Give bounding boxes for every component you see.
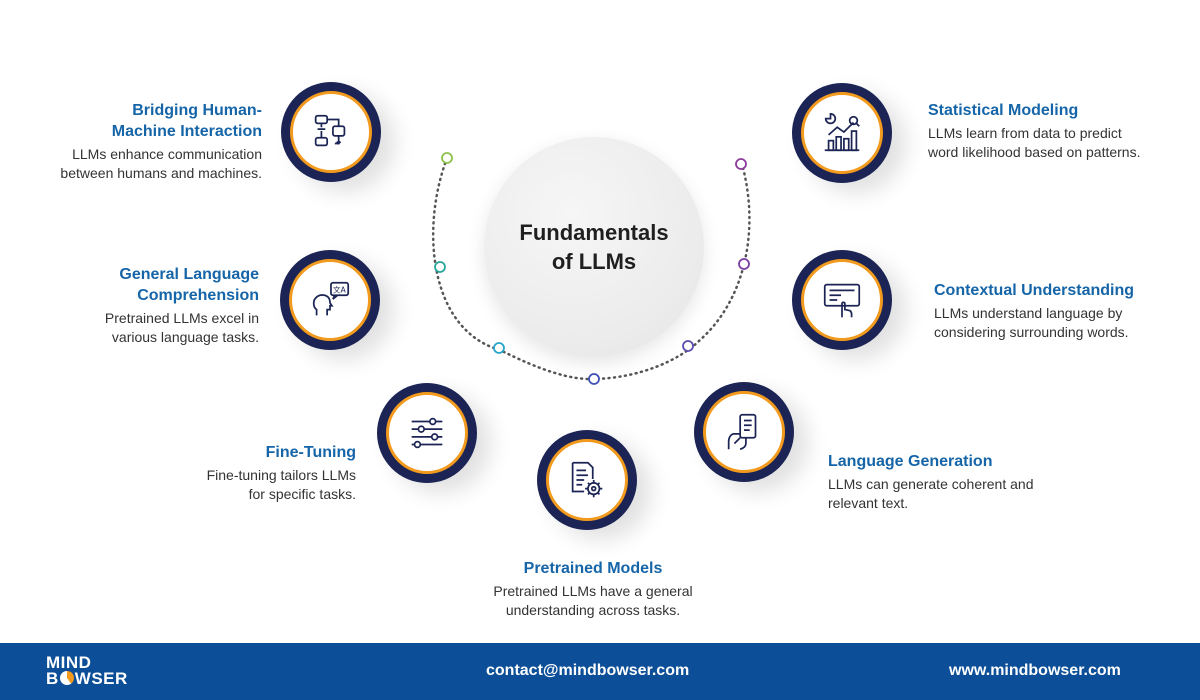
arc-dot <box>738 258 750 270</box>
screen-touch-icon <box>823 283 861 318</box>
item-description: LLMs can generate coherent and relevant … <box>828 476 1034 511</box>
arc-dot <box>735 158 747 170</box>
arc-dot <box>588 373 600 385</box>
item-title: Bridging Human- Machine Interaction <box>111 102 262 140</box>
node-language-generation <box>694 382 794 482</box>
translate-head-icon: 文A <box>312 281 350 316</box>
label-language-comprehension: General Language Comprehension Pretraine… <box>40 264 259 347</box>
label-bridging-interaction: Bridging Human- Machine Interaction LLMs… <box>30 100 262 183</box>
arc-dot <box>441 152 453 164</box>
node-pretrained-models <box>537 430 637 530</box>
svg-text:文A: 文A <box>333 284 347 294</box>
item-title: Fine-Tuning <box>265 444 356 461</box>
item-title: Language Generation <box>828 453 993 470</box>
label-pretrained-models: Pretrained Models Pretrained LLMs have a… <box>473 558 713 620</box>
arc-dot <box>682 340 694 352</box>
center-circle: Fundamentals of LLMs <box>484 137 704 357</box>
label-fine-tuning: Fine-Tuning Fine-tuning tailors LLMs for… <box>160 442 356 504</box>
label-language-generation: Language Generation LLMs can generate co… <box>828 451 1088 513</box>
item-title: General Language Comprehension <box>119 266 259 304</box>
sliders-icon <box>411 417 443 449</box>
bar-chart-icon <box>824 112 860 152</box>
text-generation-icon <box>727 413 757 451</box>
node-fine-tuning <box>377 383 477 483</box>
label-contextual-understanding: Contextual Understanding LLMs understand… <box>934 280 1180 342</box>
website-link[interactable]: www.mindbowser.com <box>949 662 1121 679</box>
item-description: Fine-tuning tailors LLMs for specific ta… <box>206 467 356 502</box>
item-title: Statistical Modeling <box>928 102 1079 119</box>
item-description: LLMs enhance communication between human… <box>60 146 262 181</box>
arc-dot <box>493 342 505 354</box>
item-description: LLMs understand language by considering … <box>934 305 1129 340</box>
item-description: Pretrained LLMs have a general understan… <box>493 583 693 618</box>
node-bridging-interaction <box>281 82 381 182</box>
contact-email-link[interactable]: contact@mindbowser.com <box>486 662 690 679</box>
node-contextual-understanding <box>792 250 892 350</box>
item-title: Pretrained Models <box>523 560 663 577</box>
node-language-comprehension: 文A <box>280 250 380 350</box>
flowchart-icon <box>314 114 346 147</box>
arc-dot <box>434 261 446 273</box>
item-title: Contextual Understanding <box>934 282 1135 299</box>
item-description: LLMs learn from data to predict word lik… <box>928 125 1141 160</box>
label-statistical-modeling: Statistical Modeling LLMs learn from dat… <box>928 100 1180 162</box>
node-statistical-modeling <box>792 83 892 183</box>
document-gear-icon <box>571 461 603 498</box>
center-title: Fundamentals of LLMs <box>519 220 669 274</box>
logo-o-icon <box>59 671 74 685</box>
item-description: Pretrained LLMs excel in various languag… <box>104 310 259 345</box>
